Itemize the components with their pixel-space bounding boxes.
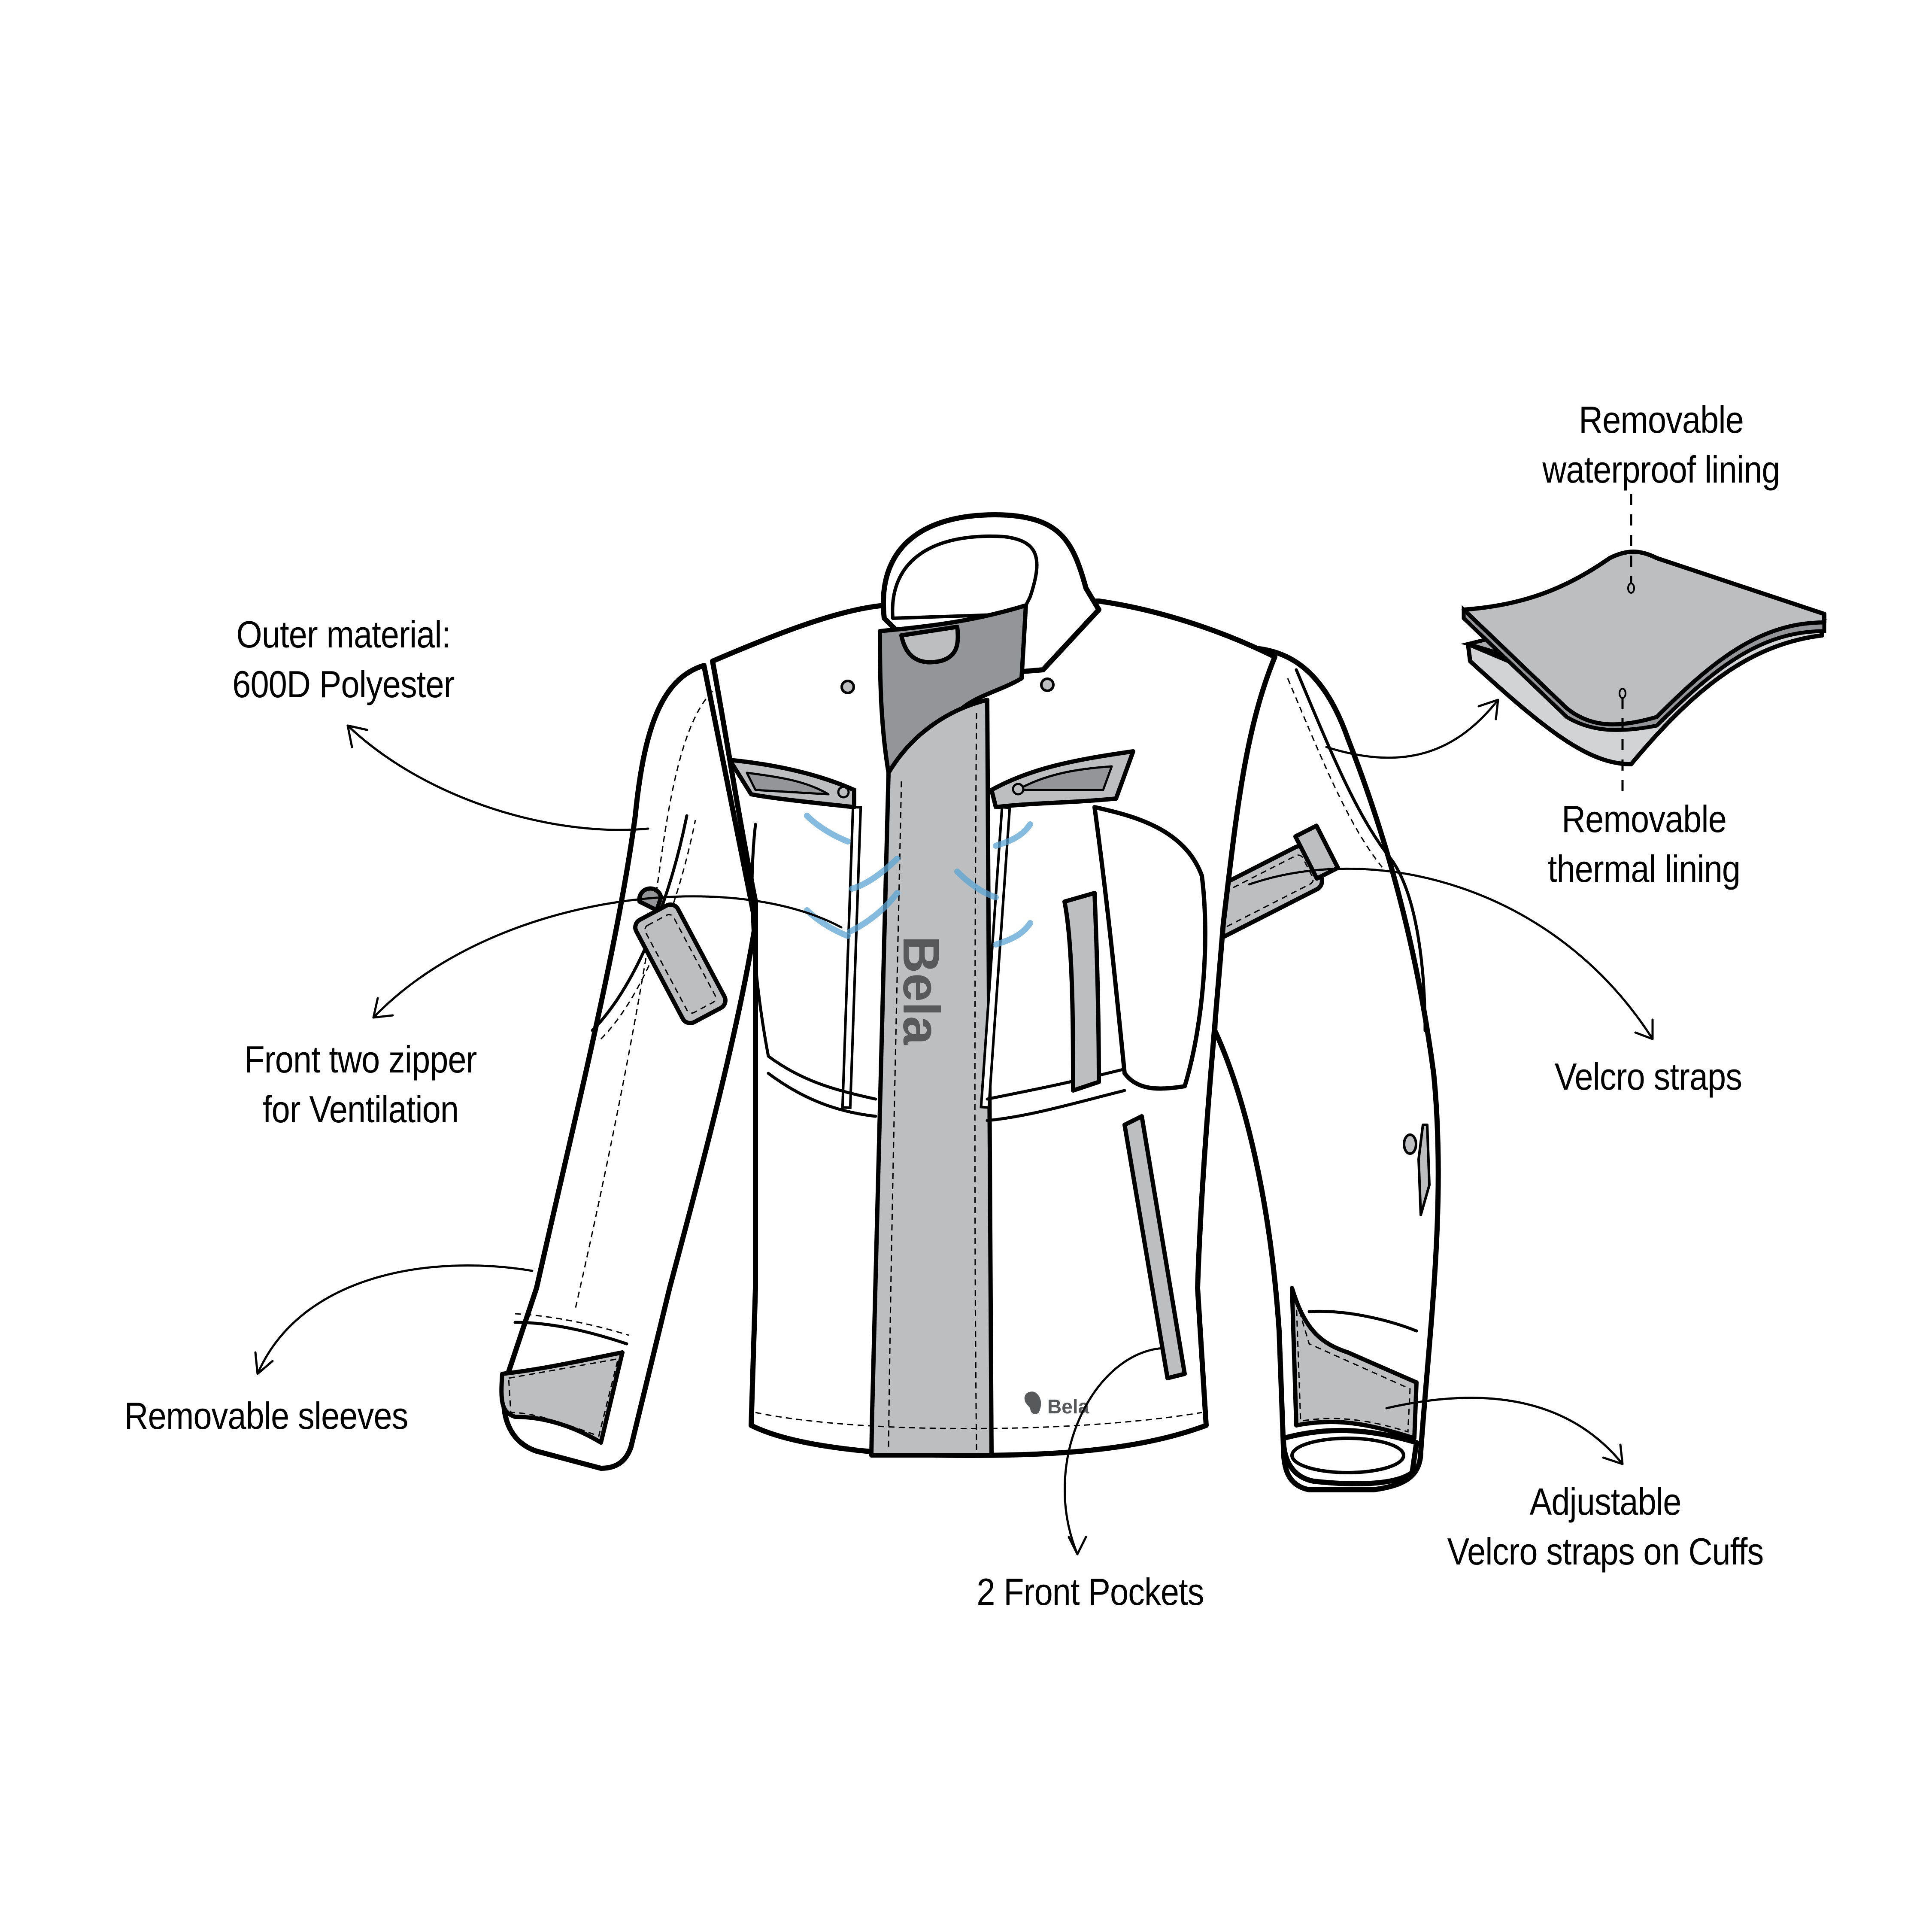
arrow-linings xyxy=(1325,699,1499,759)
arrow-cuff-straps xyxy=(1385,1397,1624,1465)
torso: Bela xyxy=(710,512,1277,1458)
left-vent-zipper xyxy=(841,805,862,1109)
arrow-outer-material xyxy=(346,724,649,831)
svg-text:Bela: Bela xyxy=(1047,1395,1089,1418)
arrow-velcro-straps xyxy=(1248,867,1654,1040)
callout-front-pockets: 2 Front Pockets xyxy=(977,1571,1204,1613)
pocket-zipper-panel xyxy=(1122,1114,1187,1380)
callout-waterproof-lining: Removable waterproof lining xyxy=(1542,398,1780,491)
placket-logo: Bela xyxy=(892,936,950,1045)
arrow-front-pockets xyxy=(1064,1347,1165,1555)
arrow-front-zipper xyxy=(372,895,843,1019)
lining-layers-illustration xyxy=(1460,494,1827,794)
callout-velcro-straps: Velcro straps xyxy=(1554,1055,1742,1098)
right-sleeve xyxy=(1183,645,1441,1492)
left-sleeve xyxy=(499,663,758,1471)
callout-front-zipper: Front two zipper for Ventilation xyxy=(244,1038,477,1130)
callout-cuff-straps: Adjustable Velcro straps on Cuffs xyxy=(1447,1480,1764,1573)
callout-thermal-lining: Removable thermal lining xyxy=(1547,798,1741,890)
callout-arrows xyxy=(254,699,1654,1555)
callout-outer-material: Outer material: 600D Polyester xyxy=(232,613,455,705)
hem-logo: Bela xyxy=(1024,1391,1089,1418)
left-cuff-strap xyxy=(499,1350,625,1445)
right-cuff-strap xyxy=(1290,1286,1419,1440)
callout-removable-sleeves: Removable sleeves xyxy=(124,1394,409,1437)
arrow-removable-sleeves xyxy=(256,1264,534,1375)
left-arm-velcro-strap xyxy=(633,902,728,1025)
airflow-arrows xyxy=(804,813,1033,948)
bear-head-icon xyxy=(1024,1391,1041,1415)
